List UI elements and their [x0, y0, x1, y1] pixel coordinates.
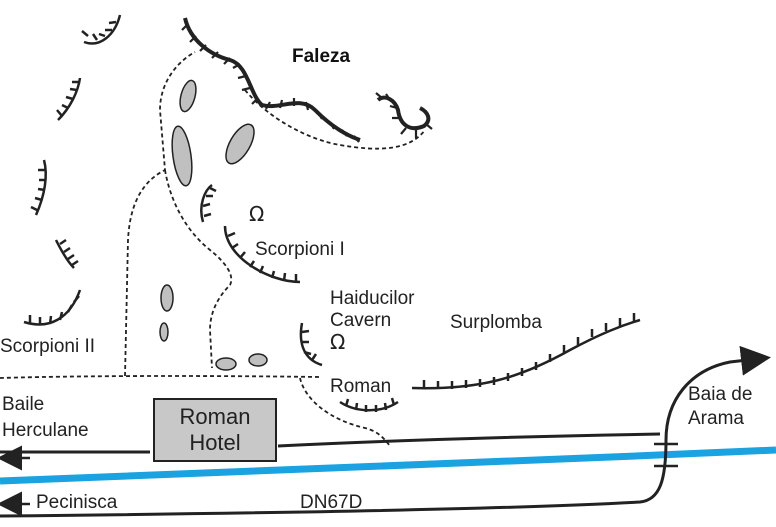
label-cavern: Cavern: [330, 310, 392, 331]
cave-icon: Ω: [330, 330, 346, 354]
label-faleza: Faleza: [292, 46, 351, 67]
main-road: [0, 432, 661, 454]
label-baile: Baile: [2, 394, 45, 415]
road-baia-de-arama: [664, 345, 771, 441]
label-scorpioni-ii: Scorpioni II: [0, 336, 96, 357]
label-surplomba: Surplomba: [450, 312, 542, 333]
roman-hotel-box: Roman Hotel: [153, 398, 277, 462]
label-pecinisca: Pecinisca: [36, 492, 118, 513]
label-dn67d: DN67D: [300, 492, 363, 513]
label-scorpioni-i: Scorpioni I: [255, 239, 345, 260]
boulder: [159, 79, 268, 371]
label-baia-de: Baia de: [688, 384, 753, 405]
trail: [0, 51, 426, 447]
hotel-label-line1: Roman: [179, 404, 251, 429]
hotel-label-line2: Hotel: [189, 430, 241, 455]
bridge-mark: [654, 442, 678, 468]
river-line: [0, 446, 776, 485]
label-herculane: Herculane: [2, 420, 89, 441]
cliff-faleza: [181, 17, 433, 143]
road-dn67d: [0, 439, 668, 518]
label-roman: Roman: [330, 376, 392, 397]
label-arama: Arama: [688, 408, 744, 429]
label-haiducilor: Haiducilor: [330, 288, 415, 309]
cave-icon: Ω: [249, 202, 265, 226]
cliff-hatch: [23, 14, 641, 412]
